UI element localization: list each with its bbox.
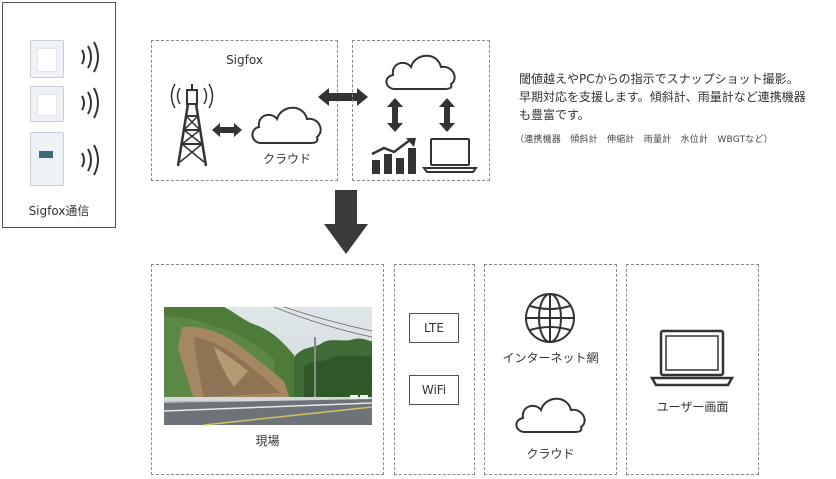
wireless-icon-3 (81, 144, 99, 176)
wifi-badge: WiFi (409, 375, 459, 405)
description-line-2: 早期対応を支援します。傾斜計、雨量計など連携機器 (519, 90, 806, 104)
camera-lens (39, 151, 53, 158)
camera-device (30, 132, 64, 186)
internet-box (484, 264, 617, 475)
description-line-1: 閾値越えやPCからの指示でスナップショット撮影。 (519, 72, 799, 86)
cloud-icon (251, 106, 322, 144)
internet-label: インターネット網 (502, 351, 599, 365)
site-photo (163, 306, 373, 426)
site-label: 現場 (255, 434, 280, 448)
sensor-device-2 (30, 86, 64, 122)
double-arrow-icon (318, 88, 368, 106)
sigfox-title: Sigfox (226, 53, 263, 67)
user-box (626, 264, 759, 475)
wireless-icon-1 (81, 41, 99, 73)
wireless-icon-2 (81, 87, 99, 119)
network-box (394, 264, 475, 475)
laptop-icon (422, 138, 478, 173)
internet-cloud-label: クラウド (526, 447, 575, 461)
site-box (151, 264, 384, 475)
down-arrow-icon (324, 190, 368, 254)
analytics-box (352, 40, 490, 181)
lte-badge: LTE (409, 313, 459, 343)
double-arrow-icon (212, 123, 242, 137)
sigfox-cloud-label: クラウド (262, 152, 311, 166)
user-screen-label: ユーザー画面 (656, 400, 729, 414)
cloud-icon (385, 54, 456, 90)
bar-chart-icon (371, 138, 416, 174)
device-panel-label: Sigfox通信 (28, 204, 90, 218)
sensor-device-1 (30, 40, 64, 78)
laptop-icon (649, 329, 735, 387)
antenna-tower-icon (170, 83, 214, 167)
description-line-3: も豊富です。 (519, 108, 590, 122)
vertical-double-arrow-icon (439, 98, 455, 132)
vertical-double-arrow-icon (387, 98, 403, 132)
cloud-icon (515, 397, 586, 433)
globe-icon (525, 293, 575, 343)
sigfox-box (151, 40, 338, 181)
devices-note: （連携機器 傾斜計 伸縮計 雨量計 水位計 WBGTなど） (515, 135, 773, 145)
